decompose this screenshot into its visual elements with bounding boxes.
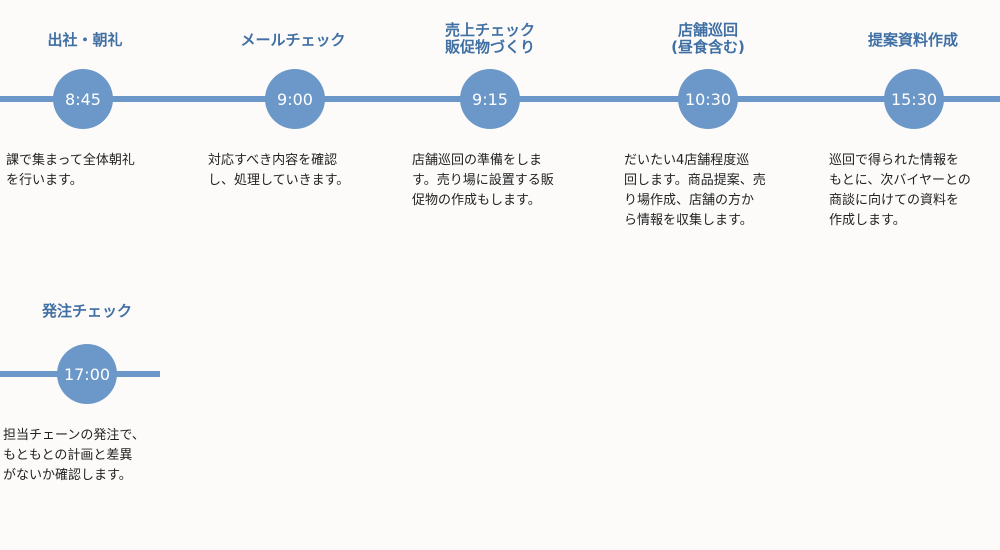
- event-title: 提案資料作成: [867, 31, 958, 49]
- event-description: 担当チェーンの発注で、 もともとの計画と差異 がないか確認します。: [3, 428, 145, 483]
- time-badge: 8:45: [53, 69, 113, 129]
- time-badge: 17:00: [57, 344, 117, 404]
- event-description: 巡回で得られた情報を もとに、次バイヤーとの 商談に向けての資料を 作成します。: [829, 153, 971, 228]
- event-title: 出社・朝礼: [47, 31, 123, 49]
- event-title: 発注チェック: [41, 302, 132, 320]
- event-title: 店舗巡回 (昼食含む): [671, 21, 745, 56]
- event-description: 課で集まって全体朝礼 を行います。: [6, 153, 135, 188]
- time-badge: 9:15: [460, 69, 520, 129]
- time-badge: 9:00: [265, 69, 325, 129]
- event-description: だいたい4店舗程度巡 回します。商品提案、売 り場作成、店舗の方か ら情報を収集…: [624, 153, 766, 228]
- event-description: 店舗巡回の準備をしま す。売り場に設置する販 促物の作成もします。: [412, 153, 554, 208]
- event-title: 売上チェック 販促物づくり: [444, 21, 535, 56]
- time-badge: 10:30: [678, 69, 738, 129]
- time-badge: 15:30: [884, 69, 944, 129]
- event-description: 対応すべき内容を確認 し、処理していきます。: [208, 153, 350, 188]
- event-title: メールチェック: [240, 31, 346, 49]
